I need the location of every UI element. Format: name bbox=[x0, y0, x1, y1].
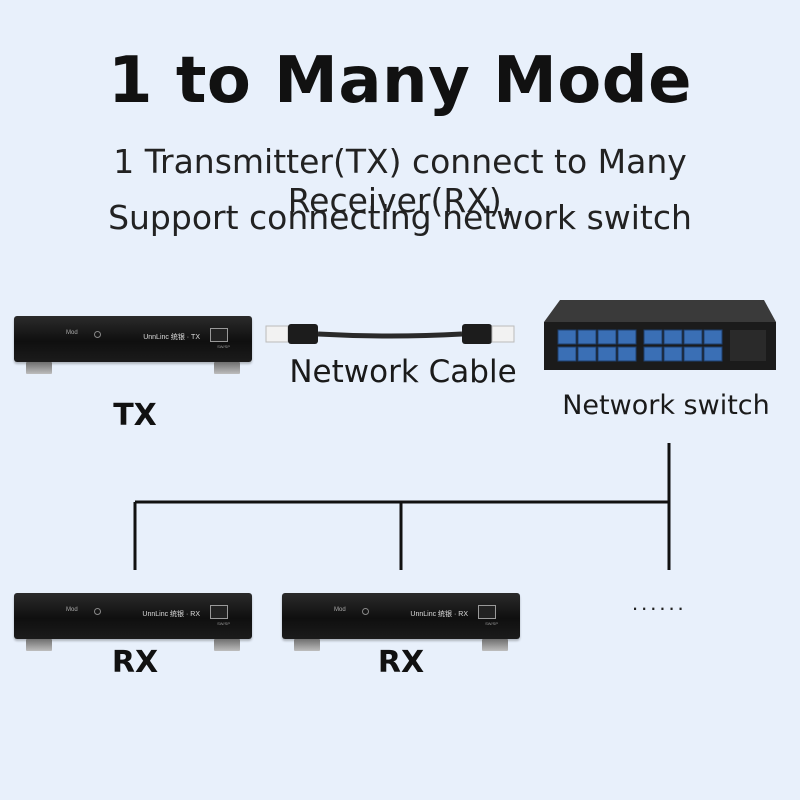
tx-led-icon bbox=[94, 331, 101, 338]
subtitle-line-1: 1 Transmitter(TX) connect to Many Receiv… bbox=[113, 142, 687, 220]
rx-mod-label: Mod bbox=[66, 607, 78, 613]
tx-port-label: SW/SP bbox=[217, 344, 230, 349]
tx-foot-left bbox=[26, 362, 52, 374]
page-title: 1 to Many Mode bbox=[108, 44, 692, 118]
rx-port-label: SW/SP bbox=[217, 621, 230, 626]
rx-label: RX bbox=[377, 645, 425, 680]
network-cable-icon bbox=[265, 324, 515, 344]
rx-port-icon bbox=[478, 605, 496, 619]
tx-foot-right bbox=[214, 362, 240, 374]
rx-foot-left bbox=[26, 639, 52, 651]
rx-foot-left bbox=[294, 639, 320, 651]
subtitle-line-2: Support connecting network switch bbox=[108, 198, 692, 237]
rx-led-icon bbox=[94, 608, 101, 615]
network-switch-icon bbox=[544, 300, 776, 370]
rx-device: Mod UnnLinc 统银 · RX SW/SP bbox=[14, 593, 252, 651]
rx-mod-label: Mod bbox=[334, 607, 346, 613]
rx-foot-right bbox=[214, 639, 240, 651]
tx-port-icon bbox=[210, 328, 228, 342]
rx-led-icon bbox=[362, 608, 369, 615]
network-cable-label: Network Cable bbox=[289, 354, 517, 390]
rx-port-label: SW/SP bbox=[485, 621, 498, 626]
rx-foot-right bbox=[482, 639, 508, 651]
rx-device: Mod UnnLinc 统银 · RX SW/SP bbox=[282, 593, 520, 651]
tx-mod-label: Mod bbox=[66, 330, 78, 336]
rx-port-icon bbox=[210, 605, 228, 619]
tx-label: TX bbox=[113, 398, 157, 433]
more-receivers-ellipsis: ...... bbox=[632, 590, 687, 615]
tx-device: Mod UnnLinc 统银 · TX SW/SP bbox=[14, 316, 252, 374]
rx-brand-label: UnnLinc 统银 · RX bbox=[142, 611, 200, 618]
rx-brand-label: UnnLinc 统银 · RX bbox=[410, 611, 468, 618]
tx-brand-label: UnnLinc 统银 · TX bbox=[143, 334, 200, 341]
network-switch-label: Network switch bbox=[562, 390, 770, 421]
rx-label: RX bbox=[111, 645, 159, 680]
